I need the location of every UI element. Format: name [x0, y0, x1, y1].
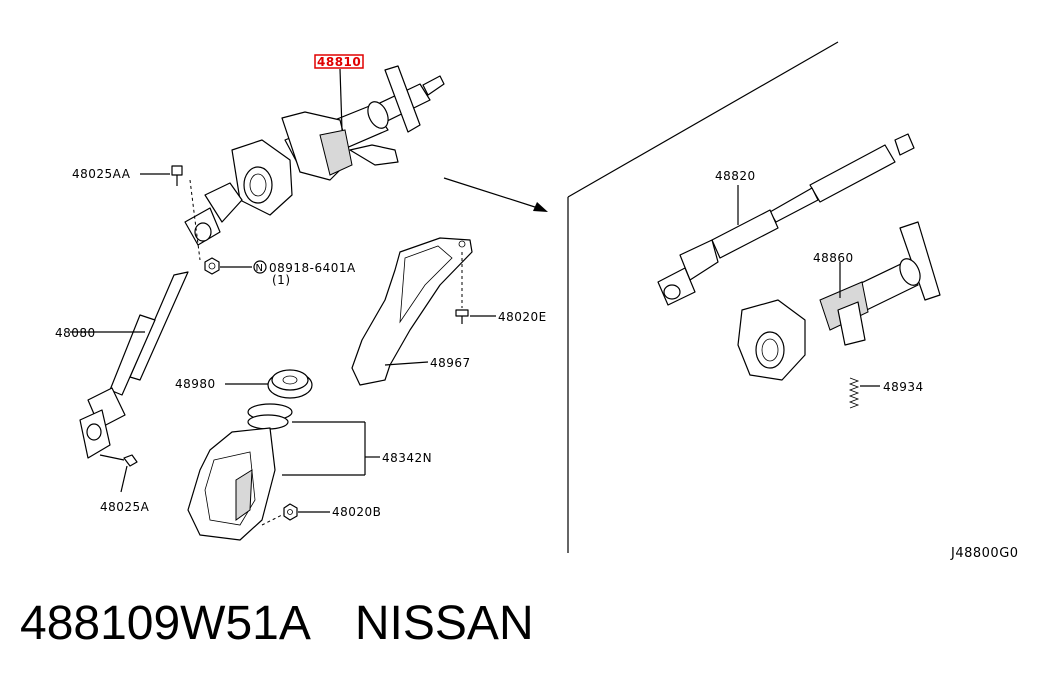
- jacket-48860: 48860: [737, 221, 941, 381]
- steering-column-48810: [184, 65, 445, 261]
- spring-48934: 48934: [848, 377, 924, 409]
- part-number-48342N: 48342N: [382, 451, 432, 465]
- detail-panel-outline: [567, 41, 839, 553]
- direction-arrow: [443, 177, 548, 212]
- lower-shaft-48080: 48080: [55, 271, 189, 459]
- part-number-48967: 48967: [430, 356, 471, 370]
- nut-48020B: 48020B: [261, 503, 381, 526]
- part-number-48820: 48820: [715, 169, 756, 183]
- part-number-48980: 48980: [175, 377, 216, 391]
- diagram-code: J48800G0: [950, 546, 1019, 561]
- part-number-48810: 48810: [317, 55, 361, 69]
- nut-08918-6401A: N 08918-6401A (1): [204, 257, 356, 287]
- boot-48342N: 48342N: [187, 403, 432, 541]
- part-number-48025AA: 48025AA: [72, 167, 131, 181]
- part-number-48080: 48080: [55, 326, 96, 340]
- footer-part-number: 488109W51A: [20, 597, 311, 650]
- seal-48980: 48980: [175, 369, 313, 399]
- part-number-48020E: 48020E: [498, 310, 547, 324]
- part-number-48860: 48860: [813, 251, 854, 265]
- part-number-48020B: 48020B: [332, 505, 381, 519]
- screw-48020E: 48020E: [455, 252, 547, 324]
- cover-48967: 48967: [351, 237, 473, 386]
- bolt-48025A: 48025A: [99, 454, 150, 514]
- part-number-08918-6401A: 08918-6401A: [269, 261, 356, 275]
- quantity-08918-6401A: (1): [272, 273, 291, 287]
- nut-symbol: N: [256, 263, 264, 274]
- shaft-48820: 48820: [657, 133, 915, 306]
- part-caption: 488109W51A NISSAN: [20, 596, 578, 651]
- part-number-48934: 48934: [883, 380, 924, 394]
- part-number-48025A: 48025A: [100, 500, 150, 514]
- bolt-48025AA: 48025AA: [72, 165, 183, 186]
- label-48810: 48810: [314, 54, 364, 131]
- footer-brand: NISSAN: [354, 597, 534, 650]
